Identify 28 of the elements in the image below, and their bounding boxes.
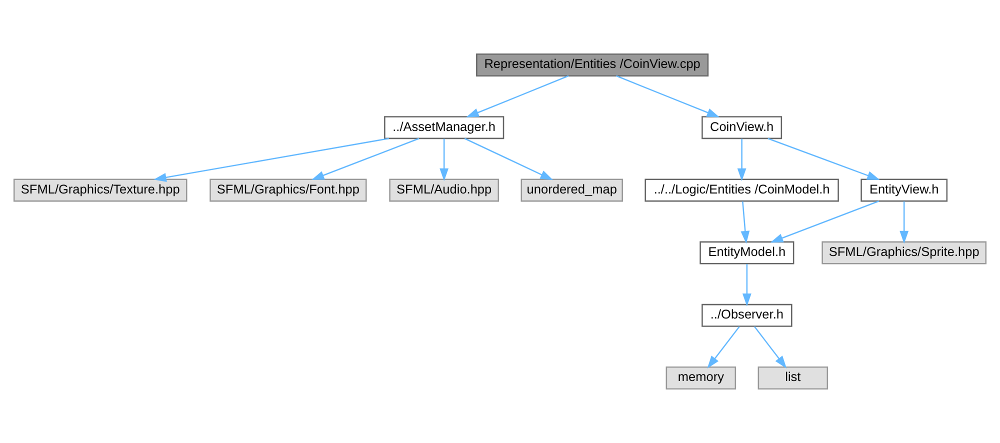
arrow	[707, 326, 740, 369]
arrow	[737, 138, 746, 182]
arrow	[311, 138, 420, 180]
arrow	[770, 200, 880, 243]
arrow	[616, 75, 720, 118]
arrow	[464, 138, 554, 180]
node-box: memory	[666, 366, 736, 390]
arrow	[466, 75, 569, 118]
node-box: CoinView.h	[702, 116, 782, 140]
arrow	[740, 201, 750, 244]
node-box: SFML/Graphics/Texture.hpp	[13, 178, 188, 202]
arrow	[440, 138, 449, 182]
node-box: ../Observer.h	[702, 304, 792, 327]
node-box: ../AssetManager.h	[384, 116, 504, 140]
node-box: SFML/Graphics/Font.hpp	[210, 178, 367, 202]
node-box: SFML/Graphics/Sprite.hpp	[822, 241, 987, 264]
arrow	[900, 201, 909, 244]
arrow	[754, 326, 787, 369]
node-box: SFML/Audio.hpp	[389, 178, 500, 202]
node-box: ../../Logic/Entities /CoinModel.h	[644, 178, 839, 202]
arrow	[768, 138, 880, 180]
node-box: EntityModel.h	[700, 241, 794, 264]
node-box: EntityView.h	[860, 178, 948, 202]
arrow	[154, 138, 389, 182]
node-box: Representation/Entities /CoinView.cpp	[476, 53, 709, 76]
node-box: unordered_map	[520, 178, 623, 202]
arrow	[742, 264, 752, 306]
node-box: list	[758, 366, 828, 390]
